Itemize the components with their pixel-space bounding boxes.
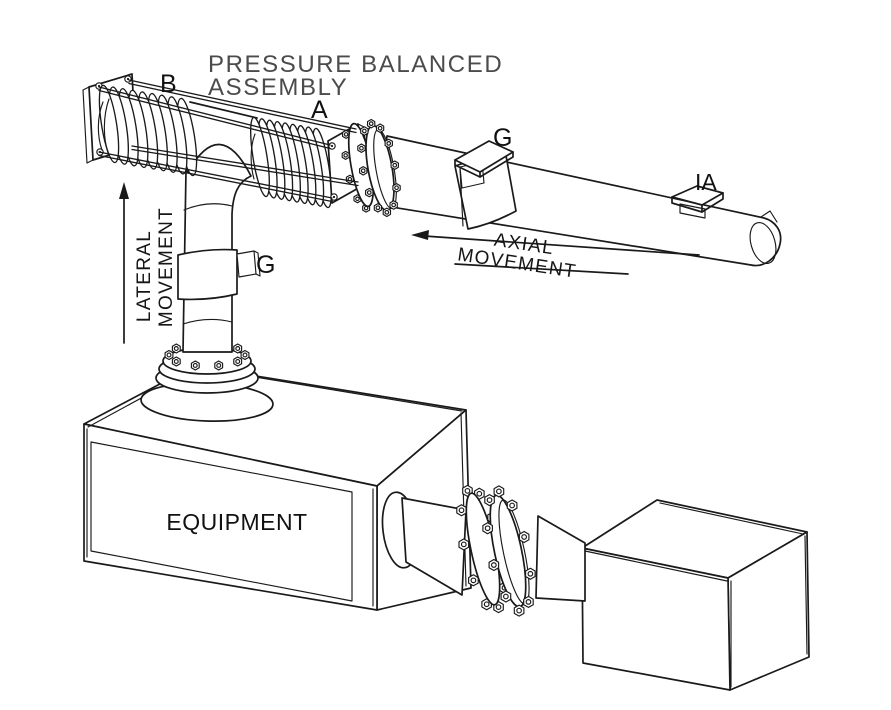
horizontal-pipe-guide xyxy=(454,140,517,230)
outlet-flange-pair xyxy=(456,484,536,617)
vertical-pipe-guide xyxy=(177,248,261,301)
lateral-movement-annotation: LATERAL MOVEMENT xyxy=(119,182,177,344)
label-bellows-b: B xyxy=(160,70,177,98)
pressure-balanced-assembly xyxy=(82,73,782,267)
equipment-box xyxy=(83,365,472,611)
axial-arrowhead-icon xyxy=(411,230,429,240)
label-bellows-a: A xyxy=(311,96,328,124)
equipment-outlet xyxy=(381,491,467,596)
block-front-face xyxy=(581,547,731,691)
lateral-movement-word1: LATERAL xyxy=(134,230,155,322)
lateral-movement-word2: MOVEMENT xyxy=(156,207,177,327)
center-spool xyxy=(189,101,258,119)
guide-bracket xyxy=(236,250,257,278)
lateral-arrowhead-icon xyxy=(119,182,129,199)
vertical-pipe-base-flange xyxy=(155,339,259,394)
foundation-block xyxy=(581,499,810,691)
pipe-open-end-icon xyxy=(749,221,777,265)
vertical-pipe xyxy=(182,143,252,353)
tie-rods xyxy=(98,79,359,203)
outlet-stub-pipe xyxy=(535,515,586,602)
title-line1: PRESSURE BALANCED xyxy=(208,51,503,78)
assembly-outlet-flange xyxy=(341,118,401,218)
bellows-b xyxy=(98,84,198,177)
guide-band xyxy=(177,248,238,301)
axial-movement-arrow xyxy=(423,235,700,256)
axial-movement-underline xyxy=(454,263,629,275)
outlet-nozzle-pipe xyxy=(401,497,467,596)
bellows-a xyxy=(249,116,333,209)
intermediate-anchor xyxy=(671,185,724,219)
label-guide-vertical: G xyxy=(256,251,275,279)
equipment-front-panel xyxy=(90,441,353,602)
title-line2: ASSEMBLY xyxy=(208,74,348,101)
label-intermediate-anchor: IA xyxy=(695,169,717,195)
label-equipment: EQUIPMENT xyxy=(166,509,307,535)
vertical-pipe-body xyxy=(182,143,252,353)
label-guide-horizontal: G xyxy=(493,124,512,152)
